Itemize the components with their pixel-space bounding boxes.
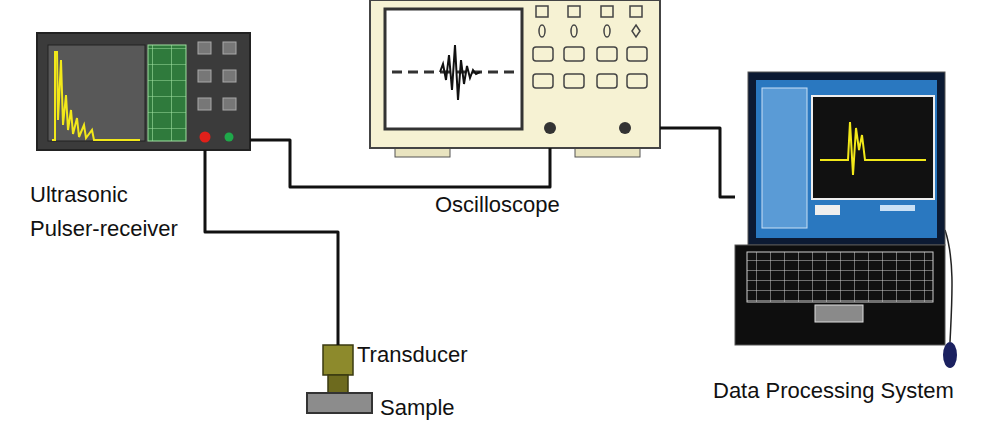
sample-node: Sample [307,393,372,413]
device-label: Sample [380,395,500,421]
pulser-receiver-device [37,33,250,150]
device-label: Transducer [357,342,497,368]
oscilloscope-device [370,0,660,157]
cable [205,150,338,345]
laptop-device [735,72,957,368]
device-label: Ultrasonic Pulser-receiver [30,178,200,246]
device-label: Data Processing System [713,378,973,404]
oscilloscope-node: Oscilloscope [370,0,660,148]
cable [250,140,550,187]
transducer-node: Transducer [323,345,353,393]
pulser-receiver-node: Ultrasonic Pulser-receiver [37,33,250,150]
cable [660,128,735,197]
data-processing-system-node: Data Processing System [735,72,945,345]
device-label: Oscilloscope [435,192,635,218]
